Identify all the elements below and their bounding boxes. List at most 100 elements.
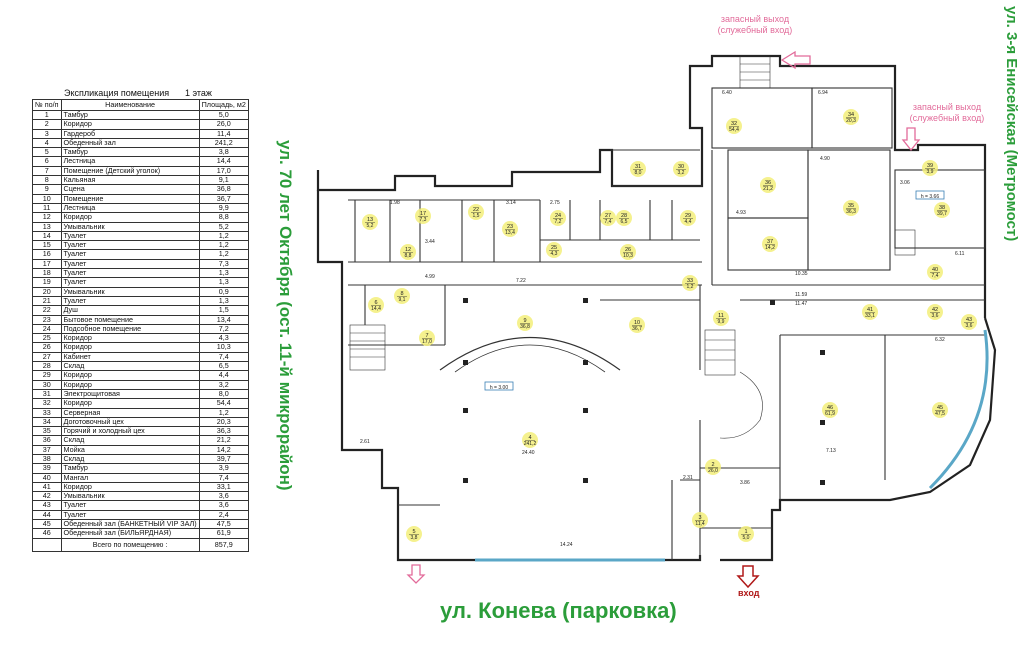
room-area: 4,4	[685, 219, 692, 225]
exit-label-right: запасный выход (служебный вход)	[902, 102, 992, 124]
room-marker	[415, 208, 431, 224]
room-area: 20,3	[846, 118, 856, 124]
explication-floor: 1 этаж	[185, 88, 212, 98]
room-number: 45	[937, 405, 943, 411]
room-area: 5,0	[743, 535, 750, 541]
explication-cell-area: 3,9	[198, 463, 249, 474]
room-area: 7,2	[555, 219, 562, 225]
explication-cell-area: 39,7	[198, 453, 249, 465]
column	[583, 298, 588, 303]
room-number: 9	[523, 318, 526, 324]
room-number: 23	[507, 224, 513, 230]
stairs	[349, 55, 916, 439]
room-marker	[362, 214, 378, 230]
room-area: 7,4	[605, 219, 612, 225]
ceiling-mark: h = 3.00	[490, 385, 508, 391]
explication-cell-area: 7,3	[198, 258, 249, 270]
explication-cell-area: 3,6	[198, 491, 249, 502]
room-marker	[922, 160, 938, 176]
explication-cell-area: 8,0	[198, 388, 249, 400]
entrance-arrow-icon	[736, 565, 760, 589]
room-marker	[400, 244, 416, 260]
room-area: 61,9	[825, 411, 835, 417]
room-area: 47,5	[935, 411, 945, 417]
explication-cell-area: 36,7	[198, 193, 249, 204]
room-outline	[811, 87, 893, 149]
room-area: 54,4	[729, 127, 739, 133]
room-area: 36,7	[632, 326, 642, 332]
room-area: 1,5	[473, 213, 480, 219]
room-area: 36,3	[846, 209, 856, 215]
explication-cell-area: 4,4	[198, 370, 249, 381]
dimension: 4.99	[425, 274, 435, 280]
room-area: 241,2	[524, 441, 537, 447]
dimension: 4.90	[820, 156, 830, 162]
dimension: 7.13	[826, 448, 836, 454]
room-area: 39,7	[937, 211, 947, 217]
room-area: 11,4	[695, 521, 705, 527]
room-markers: 15,0226,0311,44241,253,8614,4717,089,193…	[362, 109, 977, 542]
column	[463, 298, 468, 303]
room-number: 43	[966, 317, 972, 323]
room-area: 3,9	[927, 169, 934, 175]
room-area: 33,1	[865, 313, 875, 319]
column	[463, 360, 468, 365]
room-marker	[600, 210, 616, 226]
ceiling-mark: h = 3.66	[921, 194, 939, 200]
exit-arrow-left-icon	[406, 564, 426, 584]
room-area: 8,0	[635, 170, 642, 176]
room-area: 17,0	[422, 339, 432, 345]
dimension-labels: 24.40 14.24 10.35 7.22 7.13 4.99 11.59 1…	[360, 90, 965, 548]
room-marker	[927, 304, 943, 320]
explication-cell-area: 47,5	[198, 519, 249, 530]
room-marker	[616, 210, 632, 226]
room-area: 13,4	[505, 230, 515, 236]
room-area: 6,5	[621, 219, 628, 225]
room-number: 1	[744, 529, 747, 535]
room-number: 36	[765, 180, 771, 186]
room-area: 8,8	[405, 253, 412, 259]
explication-cell-area: 14,2	[198, 444, 249, 456]
dimension: 3.06	[900, 180, 910, 186]
room-marker	[934, 202, 950, 218]
room-marker	[760, 177, 776, 193]
room-marker	[738, 526, 754, 542]
explication-cell-area: 5,2	[198, 221, 249, 232]
room-number: 7	[425, 333, 428, 339]
room-marker	[843, 109, 859, 125]
room-marker	[927, 264, 943, 280]
column	[820, 480, 825, 485]
street-label-bottom: ул. Конева (парковка)	[440, 598, 677, 623]
room-area: 3,2	[678, 170, 685, 176]
dimension: 4.93	[736, 210, 746, 216]
room-marker	[629, 317, 645, 333]
dimension: 11.47	[795, 301, 807, 307]
explication-cell-area: 8,8	[198, 212, 249, 223]
explication-cell-area: 3,6	[198, 500, 249, 511]
room-marker	[468, 204, 484, 220]
explication-cell-area: 13,4	[198, 314, 249, 325]
dimension: 2.61	[360, 439, 370, 445]
column	[463, 408, 468, 413]
room-number: 8	[400, 291, 403, 297]
room-marker	[932, 402, 948, 418]
dimension: 6.94	[818, 90, 828, 96]
explication-cell-area: 9,1	[198, 175, 249, 186]
room-number: 11	[718, 313, 724, 319]
room-marker	[680, 210, 696, 226]
room-area: 21,2	[763, 186, 773, 192]
room-number: 30	[678, 164, 684, 170]
room-area: 4,3	[551, 251, 558, 257]
room-number: 33	[687, 278, 693, 284]
explication-cell-area: 9,9	[198, 202, 249, 214]
room-area: 14,4	[371, 306, 381, 312]
dimension: 2.75	[550, 200, 560, 206]
